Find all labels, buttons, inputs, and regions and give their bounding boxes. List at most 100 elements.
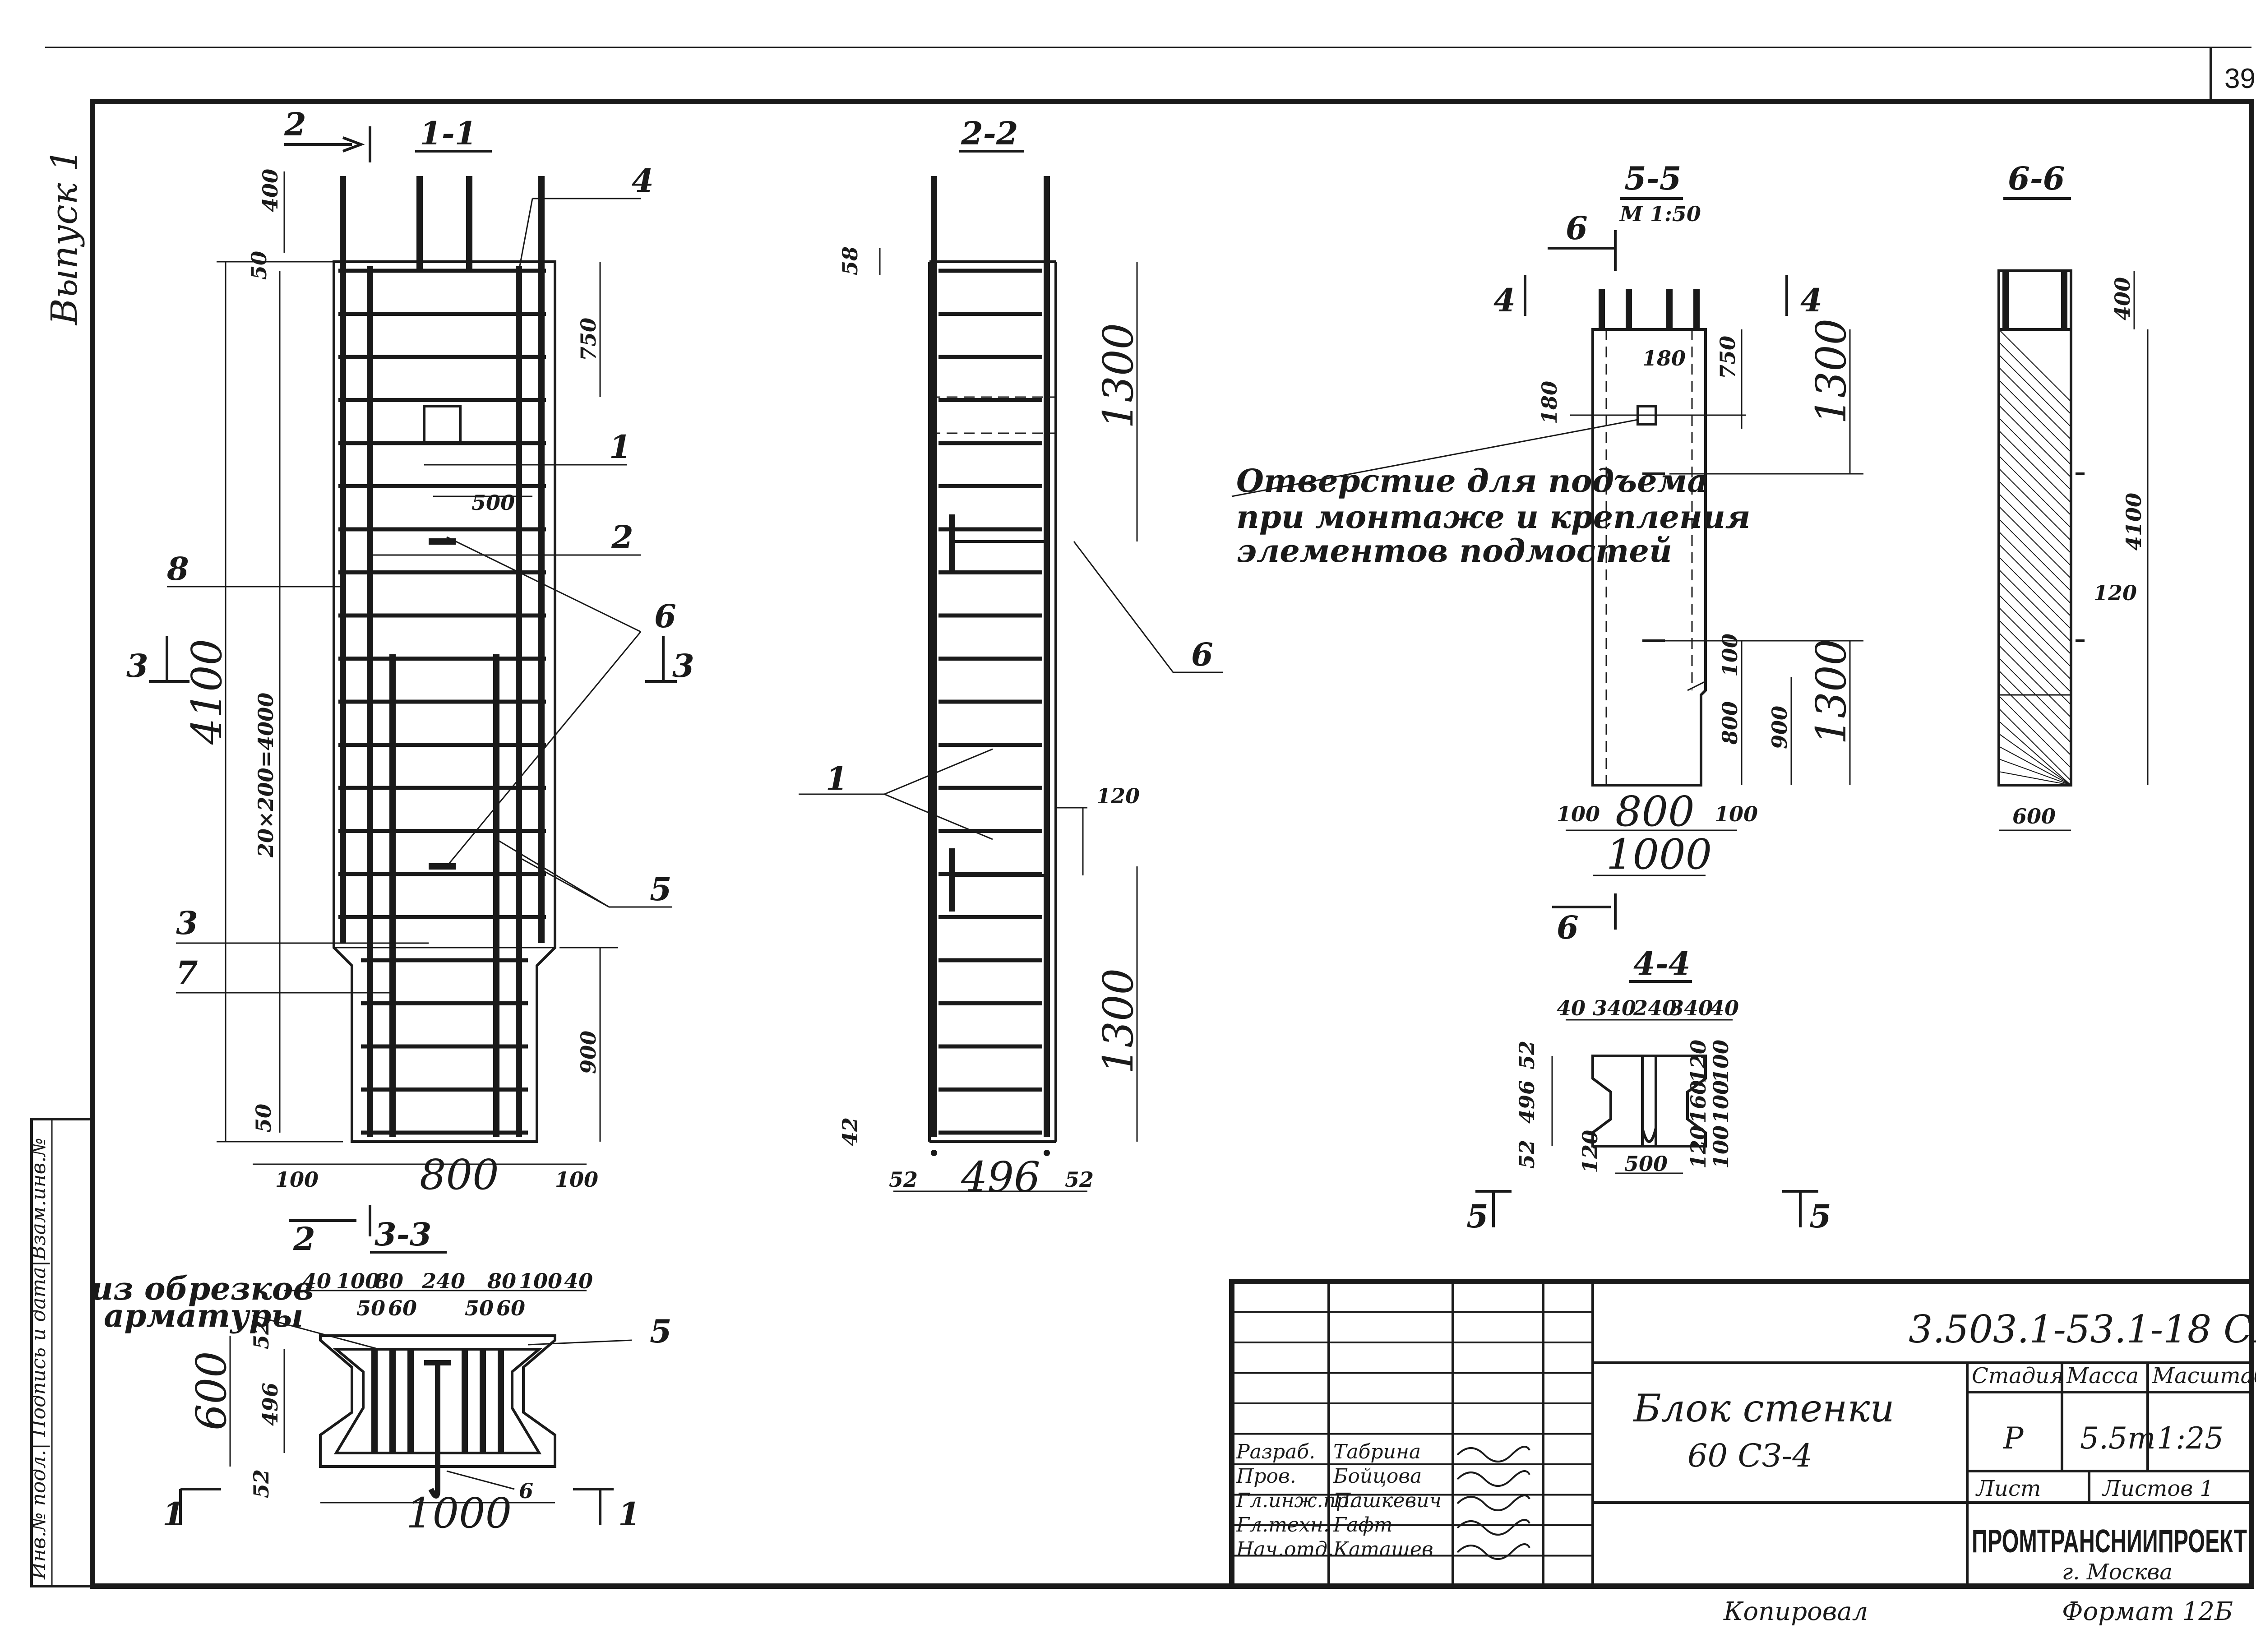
dim-t52-bottom: 52: [249, 1469, 273, 1498]
dim-t240: 240: [421, 1269, 465, 1293]
role-label: Нач.отд.: [1236, 1538, 1334, 1561]
dim-t100-left: 100: [336, 1269, 379, 1293]
bar-dot: [931, 676, 937, 682]
dim-t40-left: 40: [302, 1269, 331, 1293]
hatch-line: [1998, 708, 2071, 781]
dim-e800-vertical: 800: [1718, 701, 1742, 745]
cut-5-label-right: 5: [1809, 1198, 1831, 1235]
dim-e800: 800: [1615, 787, 1695, 836]
signature-scribble: [1456, 1495, 1530, 1511]
dim-t50-right: 50: [465, 1296, 494, 1320]
product-name-line2: 60 СЗ-4: [1687, 1437, 1812, 1474]
bar-dot: [1044, 589, 1050, 596]
mass-value: 5.5т: [2080, 1421, 2156, 1456]
callout-1-b: 1: [826, 760, 848, 797]
cut-2-label-top: 2: [284, 106, 306, 143]
hatch-line: [1998, 771, 2071, 786]
dim-g160: 160: [1686, 1080, 1710, 1124]
cut-3-right: 3: [672, 647, 694, 685]
cut-2-label-bottom: 2: [293, 1220, 315, 1258]
dim-g52-top: 52: [1515, 1041, 1539, 1069]
bar-dot: [931, 374, 937, 380]
callout-2: 2: [611, 518, 633, 556]
dim-496: 496: [961, 1153, 1040, 1201]
dim-f600: 600: [2012, 804, 2056, 828]
bar-dot: [1044, 633, 1050, 639]
dim-pitch: 20×200=4000: [254, 693, 278, 858]
bar-dot: [1044, 288, 1050, 294]
drawing-frame: [90, 99, 2254, 1589]
hatch-line: [1998, 645, 2071, 718]
callout-7: 7: [176, 954, 198, 991]
bar-dot: [931, 1150, 937, 1156]
dim-52-right: 52: [1065, 1167, 1094, 1192]
hatch-line: [1998, 544, 2071, 617]
signature-scribble: [1456, 1543, 1530, 1560]
note-lift-line2: при монтаже и крепления: [1236, 498, 1751, 536]
side-stamp: Инв.№ подл.| Подпись и дата|Взам.инв.№: [27, 1118, 94, 1587]
dim-g120-top: 120: [1686, 1040, 1710, 1083]
page-number: 39: [2224, 63, 2256, 94]
hatch-line: [1998, 759, 2071, 786]
bar-dot: [931, 1064, 937, 1070]
hatch-line: [1998, 367, 2071, 440]
dim-f4100: 4100: [2122, 493, 2146, 551]
hatch-line: [1998, 329, 2071, 402]
dim-g100-top: 100: [1709, 1040, 1733, 1083]
dim-120: 120: [1096, 784, 1140, 808]
bar-dot: [931, 934, 937, 941]
dim-e1300-top: 1300: [1807, 319, 1855, 424]
dim-100-left: 100: [275, 1167, 319, 1192]
callout-8: 8: [166, 550, 189, 588]
dim-42: 42: [838, 1117, 862, 1146]
bar-dot: [931, 633, 937, 639]
bar-dot: [931, 417, 937, 424]
hatch-line: [1998, 556, 2071, 629]
bar-dot: [931, 805, 937, 811]
hatch-line: [1998, 518, 2071, 592]
role-person: Пашкевич: [1333, 1489, 1442, 1512]
signature-scribble: [1456, 1519, 1530, 1536]
dim-g500: 500: [1624, 1152, 1668, 1176]
bar-dot: [931, 331, 937, 338]
dim-t1000: 1000: [406, 1489, 512, 1537]
cut-1-right: 1: [618, 1495, 640, 1533]
issue-label: Выпуск 1: [43, 148, 85, 326]
hatch-line: [1998, 481, 2071, 554]
note-offcuts-line2: арматуры: [104, 1297, 303, 1334]
bar-dot: [1044, 1150, 1050, 1156]
section-2-2: 2-2 58 1300 1300 120 42 52 496 52 1: [799, 115, 1223, 1201]
bar-dot: [1044, 977, 1050, 984]
bar-dot: [931, 762, 937, 768]
dim-t80-left: 80: [374, 1269, 403, 1293]
dim-4100: 4100: [183, 639, 231, 745]
hatch-line: [1998, 607, 2071, 680]
hatch-line: [1998, 430, 2071, 503]
bar-dot: [931, 848, 937, 855]
dim-e180-top: 180: [1642, 346, 1686, 370]
bar-dot: [1044, 331, 1050, 338]
hatch-line: [1998, 569, 2071, 642]
hatch-line: [1998, 620, 2071, 693]
scale-header: Масштаб: [2152, 1363, 2256, 1388]
dim-g100-bottom: 100: [1709, 1125, 1733, 1169]
role-label: Гл.техн.: [1236, 1513, 1330, 1536]
bar-dot: [1044, 848, 1050, 855]
dim-t40-right: 40: [564, 1269, 593, 1293]
callout-6-b: 6: [1191, 636, 1213, 673]
bar-dot: [931, 546, 937, 553]
hatch-line: [1998, 342, 2071, 415]
sheet-format: Формат 12Б: [2062, 1597, 2233, 1626]
cut-4-label-right: 4: [1800, 282, 1822, 319]
role-person: Бойцова: [1333, 1465, 1422, 1488]
callout-5-c: 5: [650, 1313, 672, 1350]
hatch-line: [1998, 443, 2071, 516]
role-label: Разраб.: [1236, 1440, 1315, 1463]
note-lift-line3: элементов подмостей: [1236, 532, 1672, 569]
dim-100-right: 100: [555, 1167, 598, 1192]
dim-t80-right: 80: [487, 1269, 516, 1293]
bar-dot: [1044, 546, 1050, 553]
bar-dot: [1044, 460, 1050, 467]
mass-header: Масса: [2066, 1363, 2139, 1388]
bar-dot: [931, 1106, 937, 1113]
